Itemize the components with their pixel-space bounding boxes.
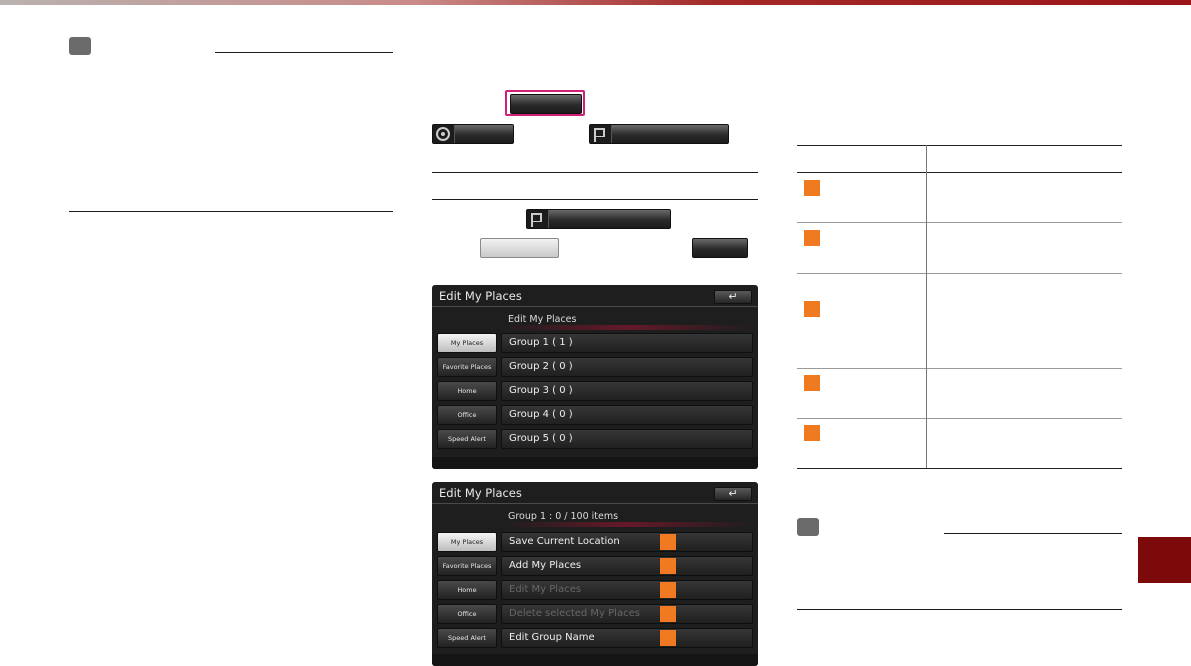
add-my-places-row[interactable]: Add My Places [501, 556, 753, 576]
back-arrow-icon: ↵ [728, 487, 738, 500]
edit-my-places-row: Edit My Places [501, 580, 753, 600]
delete-selected-row: Delete selected My Places [501, 604, 753, 624]
note-footer-rule [797, 609, 1122, 610]
table-bottom-rule [797, 468, 1122, 469]
sidebar-item-speed-alert[interactable]: Speed Alert [437, 628, 497, 648]
sidebar-item-my-places[interactable]: My Places [437, 532, 497, 552]
screen-subtitle: Group 1 : 0 / 100 items [508, 511, 619, 522]
setup-button[interactable] [432, 124, 514, 144]
callout-marker [660, 534, 676, 550]
flag-icon [527, 210, 549, 228]
table-marker [804, 180, 820, 196]
sidebar-item-favorite-places[interactable]: Favorite Places [437, 556, 497, 576]
top-accent-bar [0, 0, 1191, 5]
sidebar-item-home[interactable]: Home [437, 381, 497, 401]
gear-icon [433, 125, 455, 143]
back-button[interactable]: ↵ [714, 487, 752, 501]
table-row-rule [797, 222, 1122, 223]
group-row[interactable]: Group 2 ( 0 ) [501, 357, 753, 377]
sidebar-item-speed-alert[interactable]: Speed Alert [437, 429, 497, 449]
sidebar-item-my-places[interactable]: My Places [437, 333, 497, 353]
back-arrow-icon: ↵ [728, 290, 738, 303]
group-row[interactable]: Group 1 ( 1 ) [501, 333, 753, 353]
table-row-rule [797, 273, 1122, 274]
table-top-rule [797, 145, 1122, 146]
edit-my-places-screen-groups: Edit My Places ↵ Edit My Places My Place… [432, 285, 758, 469]
menu-button-highlight [505, 90, 585, 116]
callout-marker [660, 582, 676, 598]
sidebar-item-office[interactable]: Office [437, 604, 497, 624]
table-marker [804, 425, 820, 441]
my-places-button[interactable] [589, 124, 729, 144]
edit-my-places-screen-group1: Edit My Places ↵ Group 1 : 0 / 100 items… [432, 482, 758, 666]
group-button[interactable] [480, 238, 559, 258]
group-row[interactable]: Group 4 ( 0 ) [501, 405, 753, 425]
group-row[interactable]: Group 3 ( 0 ) [501, 381, 753, 401]
save-current-location-row[interactable]: Save Current Location [501, 532, 753, 552]
flag-icon [590, 125, 612, 143]
table-marker [804, 301, 820, 317]
note-icon [69, 37, 91, 55]
sidebar-item-favorite-places[interactable]: Favorite Places [437, 357, 497, 377]
note-header-rule [215, 52, 393, 53]
callout-marker [660, 630, 676, 646]
table-header-rule [797, 172, 1122, 173]
screen-subtitle: Edit My Places [508, 314, 577, 325]
menu-button[interactable] [510, 94, 582, 114]
note-header-rule [944, 533, 1122, 534]
procedure-rule-1 [432, 172, 758, 173]
callout-marker [660, 558, 676, 574]
table-row-rule [797, 418, 1122, 419]
back-button[interactable]: ↵ [714, 290, 752, 304]
edit-group-name-row[interactable]: Edit Group Name [501, 628, 753, 648]
sidebar-item-office[interactable]: Office [437, 405, 497, 425]
note-footer-rule [69, 211, 393, 212]
menu-button-2[interactable] [692, 238, 748, 258]
table-row-rule [797, 368, 1122, 369]
note-icon [797, 518, 819, 536]
table-marker [804, 375, 820, 391]
screen-title: Edit My Places [439, 289, 522, 303]
chapter-tab [1138, 537, 1191, 583]
table-marker [804, 230, 820, 246]
procedure-rule-2 [432, 199, 758, 200]
my-places-button-2[interactable] [526, 209, 671, 229]
sidebar-item-home[interactable]: Home [437, 580, 497, 600]
table-column-divider [926, 145, 927, 468]
group-row[interactable]: Group 5 ( 0 ) [501, 429, 753, 449]
screen-title: Edit My Places [439, 486, 522, 500]
callout-marker [660, 606, 676, 622]
